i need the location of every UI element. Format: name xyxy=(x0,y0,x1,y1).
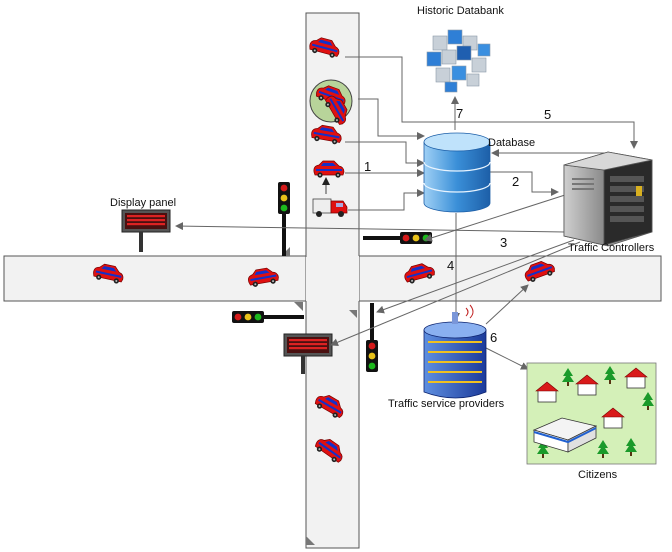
traffic-controllers: Traffic Controllers xyxy=(563,151,655,254)
corner-marker xyxy=(306,536,315,545)
arrow-truck-db xyxy=(348,189,425,211)
traffic-light-icon xyxy=(232,311,304,323)
led-display-panel-icon xyxy=(283,333,333,357)
display-panel-label: Display panel xyxy=(110,197,176,209)
corner-marker xyxy=(294,302,303,311)
display-panel-bottom xyxy=(283,333,333,374)
citizens: Citizens xyxy=(526,362,657,481)
traffic-light-icon xyxy=(363,232,432,244)
step-number-2: 2 xyxy=(512,174,519,189)
citizens-label: Citizens xyxy=(578,469,618,481)
central-building xyxy=(532,417,598,453)
arrow-controller-light xyxy=(424,194,566,242)
office-building-icon xyxy=(423,304,487,399)
step-number-6: 6 xyxy=(490,330,497,345)
data-flow-arrows xyxy=(175,56,638,370)
arrow-2 xyxy=(490,171,559,196)
arrow-providers-citizens xyxy=(485,347,529,370)
step-number-7: 7 xyxy=(456,106,463,121)
corner-marker xyxy=(349,310,357,318)
arrow-6 xyxy=(485,284,529,325)
arrow-controller-panel xyxy=(330,241,581,347)
traffic-light-icon xyxy=(366,303,378,372)
intersection xyxy=(307,257,358,300)
arrow-car-db xyxy=(345,141,425,167)
traffic-service-providers-label: Traffic service providers xyxy=(388,398,505,410)
historic-databank-label: Historic Databank xyxy=(417,5,504,17)
traffic-controllers-label: Traffic Controllers xyxy=(568,242,655,254)
traffic-lights xyxy=(232,182,432,372)
step-numbers: 1 2 3 4 5 6 7 xyxy=(364,106,551,345)
arrow-controller-panel xyxy=(175,222,566,233)
arrow-5 xyxy=(345,56,638,149)
step-number-3: 3 xyxy=(500,235,507,250)
step-number-4: 4 xyxy=(447,258,454,273)
cube-cluster-icon xyxy=(426,29,491,93)
database-label: Database xyxy=(488,137,535,149)
historic-databank: Historic Databank xyxy=(417,5,504,93)
arrow-3 xyxy=(376,239,575,314)
traffic-light-icon xyxy=(278,182,290,256)
traffic-service-providers: Traffic service providers xyxy=(388,304,505,410)
vehicles xyxy=(91,34,557,466)
arrow-car-db xyxy=(358,98,425,140)
step-number-1: 1 xyxy=(364,159,371,174)
server-cabinet-icon xyxy=(563,151,653,247)
step-number-5: 5 xyxy=(544,107,551,122)
database: Database xyxy=(423,132,535,213)
display-panel-left: Display panel xyxy=(110,197,176,252)
led-display-panel-icon xyxy=(121,209,171,233)
database-cylinder-icon xyxy=(423,132,491,213)
truck-icon xyxy=(312,198,348,217)
